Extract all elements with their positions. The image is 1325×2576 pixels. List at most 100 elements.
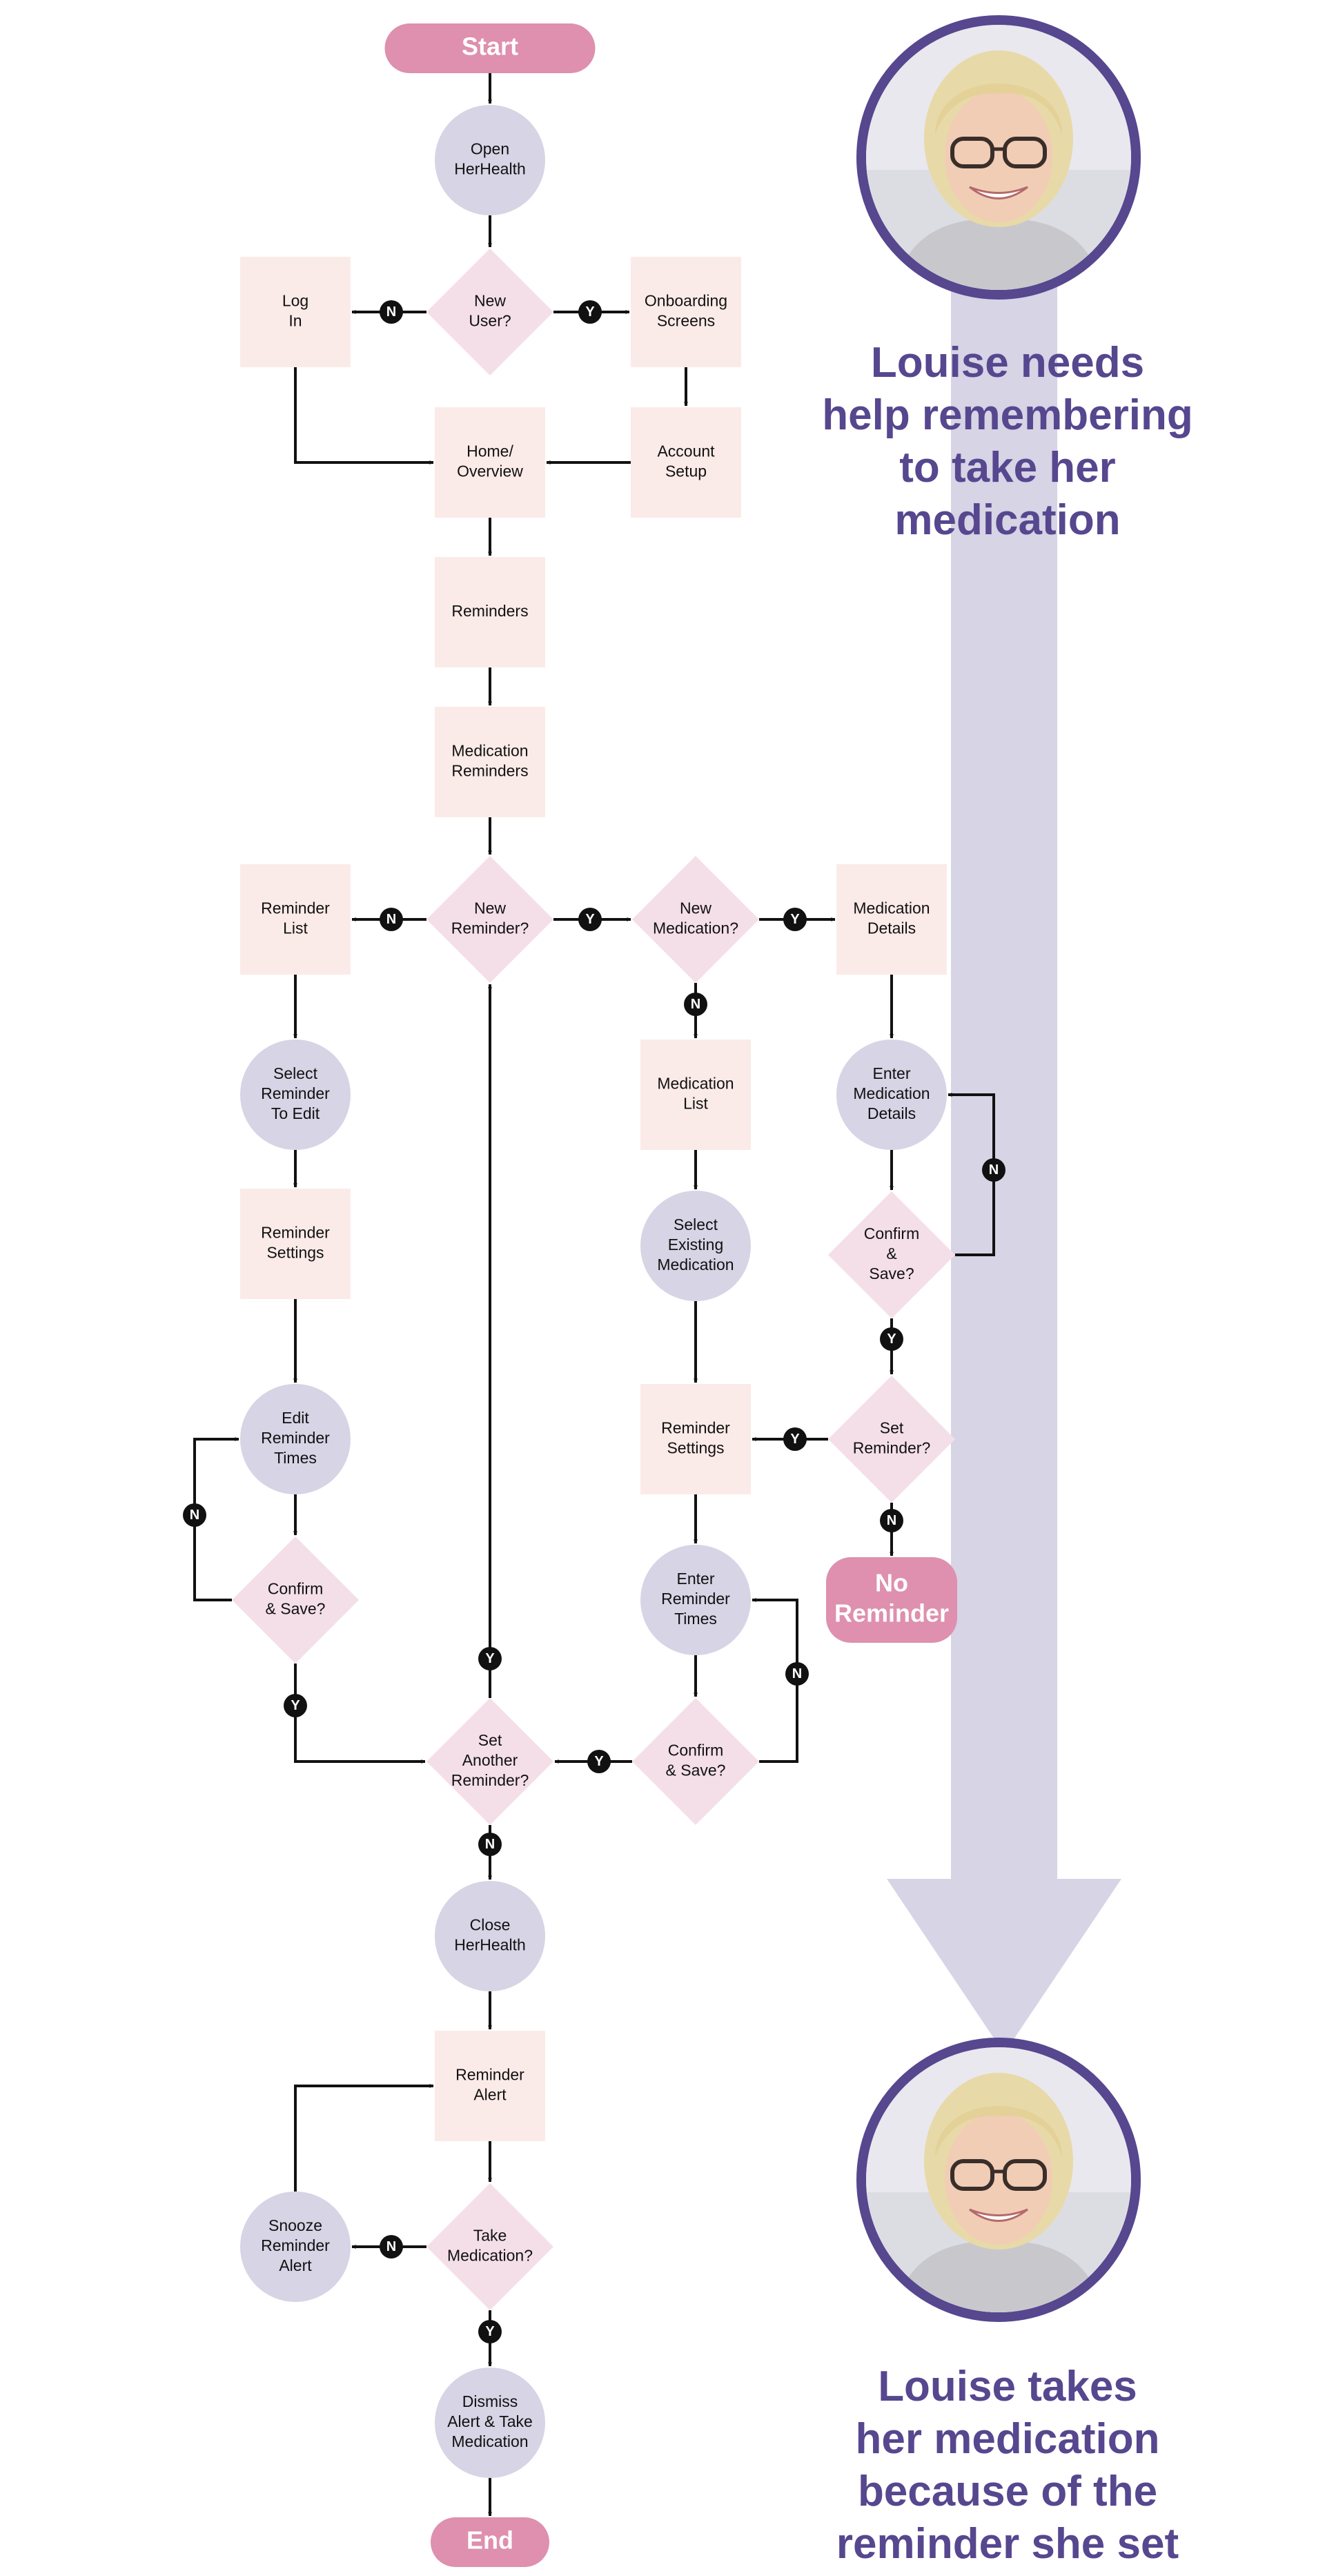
badge-circle	[783, 1427, 807, 1451]
process-box	[435, 2031, 545, 2141]
louise-portrait-bottom	[866, 2047, 1131, 2312]
badge-newmedication-no: N	[684, 993, 707, 1016]
badge-label: Y	[790, 1432, 800, 1447]
badge-label: Y	[585, 912, 595, 927]
action-circle	[435, 105, 545, 215]
badge-circle	[478, 1647, 502, 1670]
node-end: End	[431, 2517, 549, 2567]
node-home-overview: Home/Overview	[435, 407, 545, 518]
badge-label: N	[887, 1513, 896, 1528]
process-box	[435, 707, 545, 817]
action-circle	[240, 1040, 351, 1150]
badge-take-yes: Y	[478, 2320, 502, 2343]
node-label: Confirm&Save?	[864, 1224, 920, 1282]
timeline-shaft	[951, 262, 1057, 1884]
terminal-pill	[431, 2517, 549, 2567]
action-circle	[640, 1545, 751, 1655]
node-label: End	[467, 2526, 513, 2555]
badge-newuser-yes: Y	[578, 300, 602, 324]
connector-confirmleft-setanother	[294, 1663, 426, 1764]
badge-label: N	[792, 1666, 802, 1681]
decision-diamond	[828, 1191, 955, 1318]
badge-setreminder-yes: Y	[783, 1427, 807, 1451]
badge-confirmleft-no: N	[183, 1503, 206, 1527]
process-box	[631, 407, 741, 518]
louise-portrait-top	[866, 25, 1131, 290]
badge-circle	[578, 908, 602, 931]
decision-diamond	[426, 1698, 553, 1825]
badge-label: Y	[485, 2324, 495, 2339]
badge-circle	[880, 1327, 903, 1351]
persona-goal-caption: Louise needs help remembering to take he…	[822, 339, 1193, 544]
badge-label: Y	[485, 1651, 495, 1666]
badge-label: Y	[790, 912, 800, 927]
process-box	[631, 257, 741, 367]
badge-confirmmid-no: N	[785, 1662, 809, 1686]
badge-circle	[183, 1503, 206, 1527]
decision-diamond	[632, 856, 759, 983]
node-label: Home/Overview	[457, 442, 523, 480]
decision-diamond	[426, 856, 553, 983]
badge-confirmmid-yes: Y	[587, 1750, 611, 1773]
terminal-pill	[826, 1557, 957, 1643]
badge-label: N	[989, 1162, 999, 1178]
decision-diamond	[426, 2183, 553, 2310]
badge-label: Y	[594, 1754, 604, 1769]
badge-circle	[380, 2235, 403, 2258]
badge-circle	[284, 1694, 307, 1717]
action-circle	[435, 1881, 545, 1991]
badge-newuser-no: N	[380, 300, 403, 324]
louise-avatar-bottom	[856, 2038, 1141, 2322]
process-box	[836, 864, 947, 975]
badge-newmedication-yes: Y	[783, 908, 807, 931]
persona-outcome-caption: Louise takes her medication because of t…	[836, 2363, 1179, 2568]
badge-label: N	[386, 912, 396, 927]
node-label: Start	[462, 32, 518, 61]
badge-circle	[587, 1750, 611, 1773]
process-box	[240, 864, 351, 975]
louise-avatar-top	[856, 15, 1141, 300]
process-box	[240, 257, 351, 367]
decision-diamond	[232, 1536, 359, 1663]
badge-label: N	[386, 304, 396, 320]
node-reminders: Reminders	[435, 557, 545, 667]
badge-setreminder-no: N	[880, 1509, 903, 1532]
